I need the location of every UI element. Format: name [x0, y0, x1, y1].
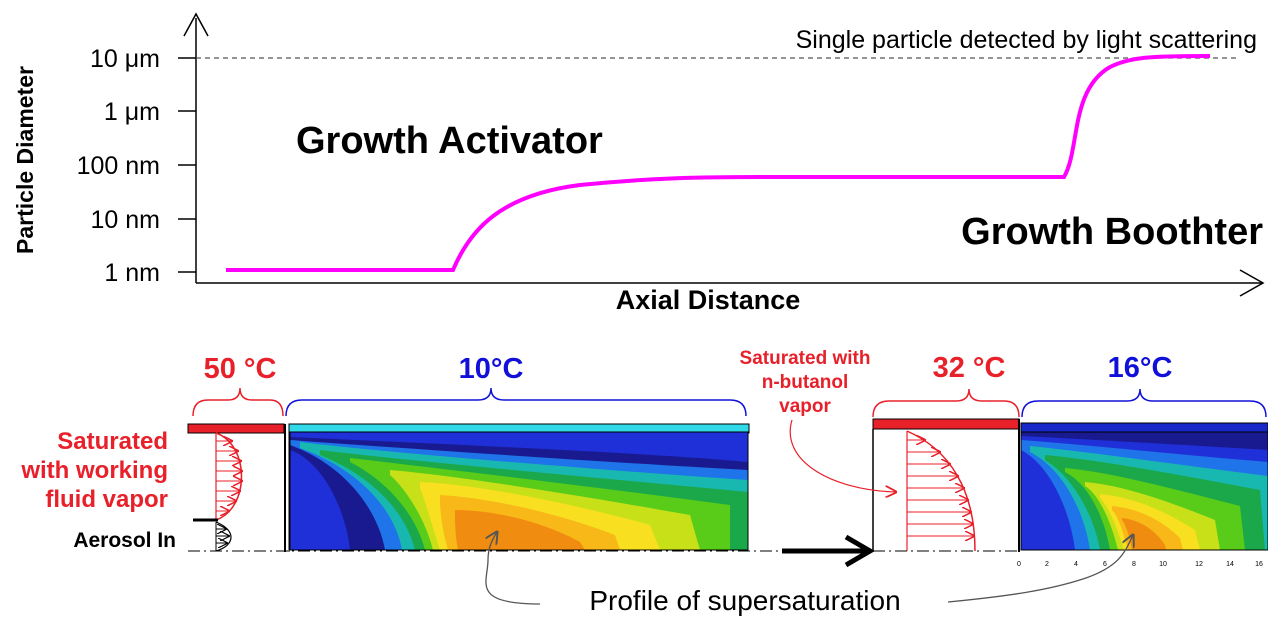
activator-hot-temp: 50 °C: [204, 353, 277, 385]
activator-inlet-label: Saturated: [57, 428, 168, 455]
boothter-chamber: [1020, 431, 1268, 551]
y-tick-marks: [178, 57, 196, 273]
y-tick-label: 1 nm: [104, 259, 160, 287]
growth-curve: [226, 54, 1211, 272]
boothter-inlet-label: n-butanol: [762, 372, 849, 393]
boothter-cold-temp: 16°C: [1108, 352, 1173, 384]
activator-cold-temp: 10°C: [459, 353, 524, 385]
boothter-supersaturation-contour: [1021, 432, 1268, 550]
profile-caption: Profile of supersaturation: [589, 585, 900, 616]
growth-boothter-label: Growth Boothter: [961, 211, 1263, 253]
y-tick-label: 10 nm: [91, 206, 160, 234]
aerosol-in-label: Aerosol In: [73, 529, 176, 552]
boothter-inlet-pointer: [789, 419, 896, 492]
activator-velocity-profile: [215, 432, 242, 521]
growth-activator-label: Growth Activator: [296, 120, 603, 162]
boothter-axis-ticks: 0 2 4 6 8 10 12 14 16: [1017, 561, 1263, 568]
boothter-hot-temp: 32 °C: [933, 352, 1006, 384]
boothter-cold-brace: [1021, 388, 1267, 418]
particle-growth-chart: 10 μm 1 μm 100 nm 10 nm 1 nm Particle Di…: [12, 12, 1265, 315]
boothter-hot-brace: [872, 388, 1020, 418]
y-tick-label: 100 nm: [77, 152, 160, 180]
boothter-inlet-label: Saturated with: [740, 348, 871, 369]
detection-threshold-label: Single particle detected by light scatte…: [796, 26, 1257, 54]
activator-hot-brace: [192, 387, 284, 417]
x-axis-label: Axial Distance: [616, 285, 801, 315]
svg-text:16: 16: [1255, 561, 1263, 568]
svg-text:10: 10: [1159, 561, 1167, 568]
boothter-hot-wall: [872, 418, 1020, 430]
profile-pointer-right: [947, 535, 1133, 603]
activator-hot-wall: [187, 423, 285, 434]
svg-text:2: 2: [1045, 561, 1049, 568]
profile-pointer-left: [486, 532, 541, 605]
svg-text:0: 0: [1017, 561, 1021, 568]
activator-chamber: [289, 431, 749, 551]
activator-inlet-label: fluid vapor: [45, 486, 168, 513]
y-axis-label: Particle Diameter: [12, 66, 38, 254]
activator-supersaturation-contour: [290, 432, 748, 550]
y-tick-label: 1 μm: [104, 98, 160, 126]
y-tick-label: 10 μm: [90, 45, 160, 73]
svg-text:6: 6: [1103, 561, 1107, 568]
apparatus-schematic: 50 °C 10°C 32 °C 16°C: [20, 348, 1268, 616]
svg-text:4: 4: [1074, 561, 1078, 568]
x-axis-arrow: [1239, 269, 1265, 297]
transfer-arrow-head: [844, 534, 875, 568]
activator-inlet-label: with working: [20, 457, 168, 484]
boothter-inlet-label: vapor: [779, 396, 831, 417]
activator-cold-brace: [285, 387, 747, 417]
svg-text:12: 12: [1195, 561, 1203, 568]
y-axis-arrow: [183, 12, 209, 37]
boothter-velocity-profile: [906, 430, 976, 552]
aerosol-velocity-profile: [215, 521, 232, 552]
svg-text:8: 8: [1132, 561, 1136, 568]
svg-text:14: 14: [1226, 561, 1234, 568]
